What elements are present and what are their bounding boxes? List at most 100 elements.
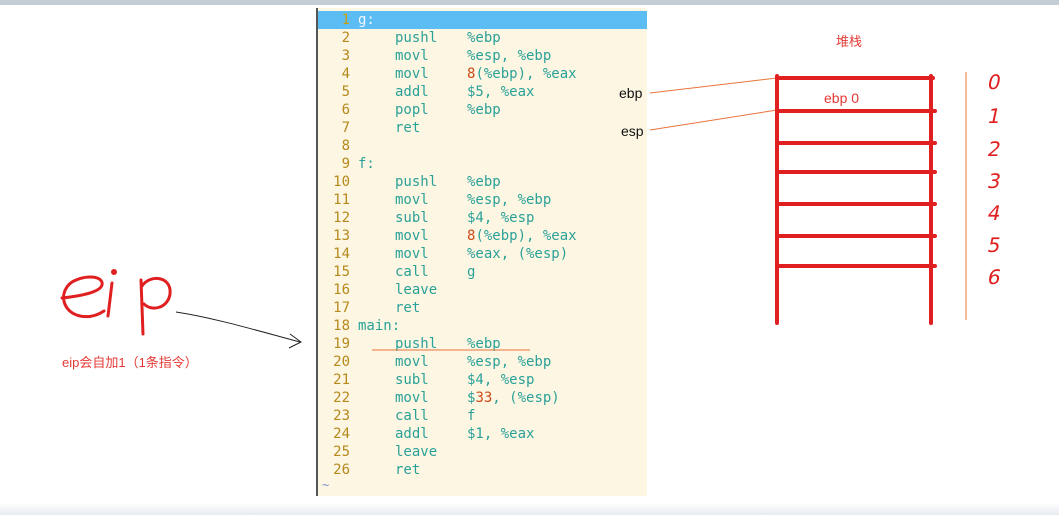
code-instruction: movl — [395, 354, 429, 370]
line-number: 8 — [341, 138, 350, 154]
code-instruction: pushl — [395, 174, 438, 190]
code-line[interactable]: 26 ret — [318, 461, 647, 479]
esp-register-label: esp — [621, 123, 644, 139]
line-number: 10 — [333, 174, 350, 190]
operand-number: 33 — [475, 390, 493, 406]
code-instruction: addl — [395, 426, 429, 442]
code-instruction: movl — [395, 246, 429, 262]
code-operands: %ebp — [467, 174, 501, 190]
code-operands: %ebp — [467, 336, 501, 352]
code-instruction: ret — [395, 120, 421, 136]
code-operands: f — [467, 408, 476, 424]
code-operands: %esp, %ebp — [467, 354, 552, 370]
line-number: 23 — [333, 408, 350, 424]
code-operands: 8(%ebp), %eax — [467, 227, 577, 245]
line-number: 12 — [333, 210, 350, 226]
line-number: 26 — [333, 462, 350, 478]
operand-number: 8 — [467, 66, 476, 82]
code-instruction: ret — [395, 300, 421, 316]
code-line[interactable]: 23 call f — [318, 407, 647, 425]
ebp-register-label: ebp — [619, 85, 643, 101]
code-operands: %ebp — [467, 102, 501, 118]
line-number: 18 — [333, 318, 350, 334]
code-instruction: leave — [395, 282, 438, 298]
code-operands: %esp, %ebp — [467, 48, 552, 64]
line-number: 2 — [341, 30, 350, 46]
window-bottom-border — [0, 503, 1059, 515]
code-operands: %eax, (%esp) — [467, 246, 569, 262]
scroll-up-icon[interactable]: ⌄ — [635, 5, 643, 16]
code-label: main: — [358, 318, 401, 334]
code-operands: %esp, %ebp — [467, 192, 552, 208]
stack-slot-ebp0-label: ebp 0 — [824, 90, 860, 106]
code-line[interactable]: 8 — [318, 137, 647, 155]
operand-suffix: (%ebp), %eax — [475, 66, 577, 82]
operand-suffix: , (%esp) — [492, 390, 560, 406]
code-operands: %ebp — [467, 30, 501, 46]
eip-increment-note: eip会自加1（1条指令） — [62, 355, 198, 370]
line-number: 25 — [333, 444, 350, 460]
eip-arrow-line — [175, 311, 301, 343]
line-number: 20 — [333, 354, 350, 370]
code-operands: $33, (%esp) — [467, 389, 560, 407]
line-number: 24 — [333, 426, 350, 442]
code-line[interactable]: 10 pushl %ebp — [318, 173, 647, 191]
code-instruction: pushl — [395, 336, 438, 352]
window-top-border — [0, 0, 1059, 5]
eip-handwritten-text — [60, 269, 172, 336]
code-instruction: call — [395, 264, 429, 280]
code-operands: 8(%ebp), %eax — [467, 65, 577, 83]
code-line[interactable]: 17 ret — [318, 299, 647, 317]
code-instruction: movl — [395, 192, 429, 208]
code-line[interactable]: 1 g: — [318, 11, 647, 29]
empty-line-marker: ~ — [322, 478, 330, 492]
code-instruction: ret — [395, 462, 421, 478]
line-number: 17 — [333, 300, 350, 316]
line-number: 13 — [333, 228, 350, 244]
code-instruction: movl — [395, 66, 429, 82]
code-line[interactable]: 16 leave — [318, 281, 647, 299]
code-instruction: call — [395, 408, 429, 424]
code-operands: $4, %esp — [467, 210, 535, 226]
code-instruction: movl — [395, 48, 429, 64]
code-label: g: — [358, 12, 375, 28]
line-number: 3 — [341, 48, 350, 64]
line-number: 5 — [341, 84, 350, 100]
code-operands: $1, %eax — [467, 426, 535, 442]
eip-arrowhead-icon — [288, 333, 302, 349]
operand-number: 8 — [467, 228, 476, 244]
operand-prefix: $ — [467, 390, 476, 406]
line-number: 9 — [341, 156, 350, 172]
stack-diagram — [775, 74, 937, 325]
code-line[interactable]: 4 movl 8(%ebp), %eax — [318, 65, 647, 83]
code-line[interactable]: 24 addl $1, %eax — [318, 425, 647, 443]
line-number: 4 — [341, 66, 350, 82]
ebp-pointer-line — [649, 77, 778, 94]
code-operands: $5, %eax — [467, 84, 535, 100]
line-number: 16 — [333, 282, 350, 298]
line-number: 6 — [341, 102, 350, 118]
line-number: 1 — [341, 12, 350, 28]
code-instruction: subl — [395, 372, 429, 388]
code-line[interactable]: 20 movl %esp, %ebp — [318, 353, 647, 371]
code-line[interactable]: 3 movl %esp, %ebp — [318, 47, 647, 65]
code-line[interactable]: 18 main: — [318, 317, 647, 335]
code-operands: $4, %esp — [467, 372, 535, 388]
